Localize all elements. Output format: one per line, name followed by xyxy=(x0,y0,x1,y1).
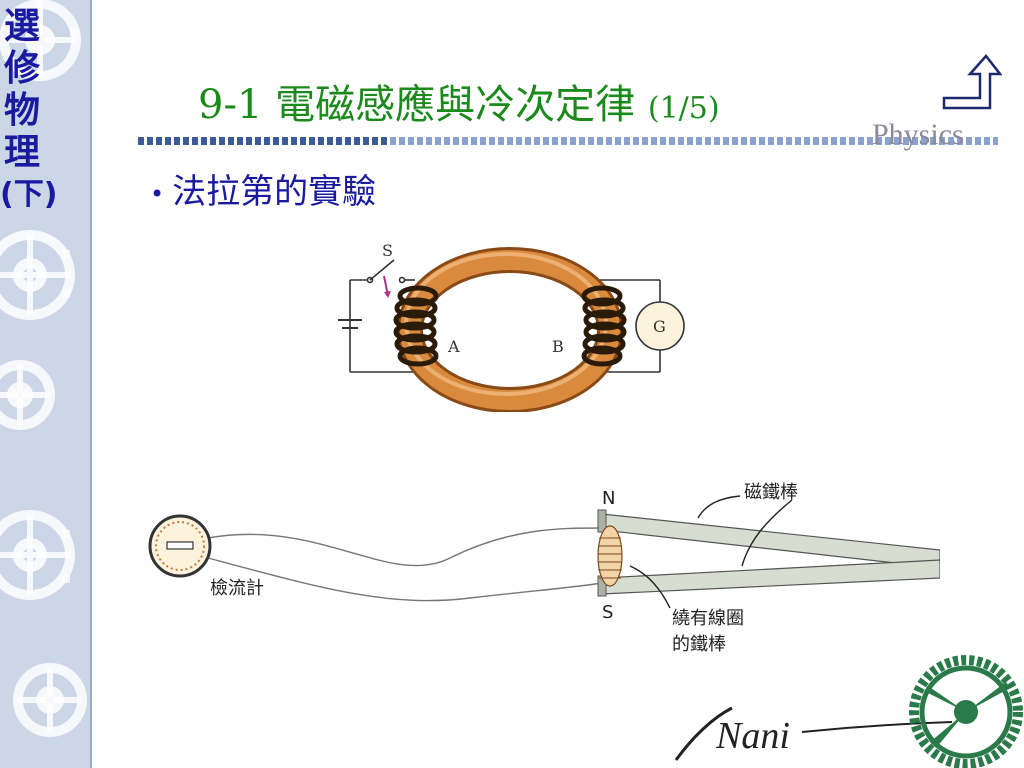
sidebar-char: (下) xyxy=(0,177,58,212)
bullet-item: •法拉第的實驗 xyxy=(150,164,376,213)
sidebar: 選 修 物 理 (下) xyxy=(0,0,92,768)
gear-decoration-icon xyxy=(0,0,87,737)
sidebar-char: 物 xyxy=(3,90,40,131)
nani-logo: Nani xyxy=(674,706,953,761)
logo-text: Nani xyxy=(715,715,790,757)
coil-rod-label-line1: 繞有線圈 xyxy=(672,608,744,629)
sidebar-char: 選 xyxy=(3,6,40,47)
return-arrow-icon[interactable] xyxy=(940,52,1002,110)
coil-b-label: B xyxy=(552,337,564,356)
coil-rod-label-line2: 的鐵棒 xyxy=(672,634,726,655)
slide-title-suffix: (1/5) xyxy=(647,91,720,126)
magnet-label: 磁鐵棒 xyxy=(744,482,798,503)
faraday-ring-diagram: S A B G xyxy=(338,241,685,412)
meter-label: G xyxy=(653,317,666,336)
gear-icon xyxy=(909,655,1023,768)
divider-line xyxy=(138,137,998,145)
coil-a-label: A xyxy=(447,337,460,356)
galvanometer-label: 檢流計 xyxy=(210,578,264,599)
north-label: N xyxy=(602,488,615,509)
sidebar-char: 理 xyxy=(3,132,40,173)
physics-watermark: Physics xyxy=(872,118,964,151)
magnet-coil-diagram: 檢流計 N S 磁鐵棒 繞有線圈 的鐵棒 xyxy=(148,482,940,655)
slide-title: 9-1 電磁感應與冷次定律 (1/5) xyxy=(198,72,720,130)
sidebar-title: 選 修 物 理 (下) xyxy=(0,6,58,216)
south-label: S xyxy=(602,602,613,623)
switch-label: S xyxy=(382,241,393,260)
bullet-text: 法拉第的實驗 xyxy=(172,172,377,212)
bullet-dot-icon: • xyxy=(150,180,165,208)
slide-title-text: 9-1 電磁感應與冷次定律 xyxy=(198,82,636,128)
sidebar-char: 修 xyxy=(3,48,40,89)
